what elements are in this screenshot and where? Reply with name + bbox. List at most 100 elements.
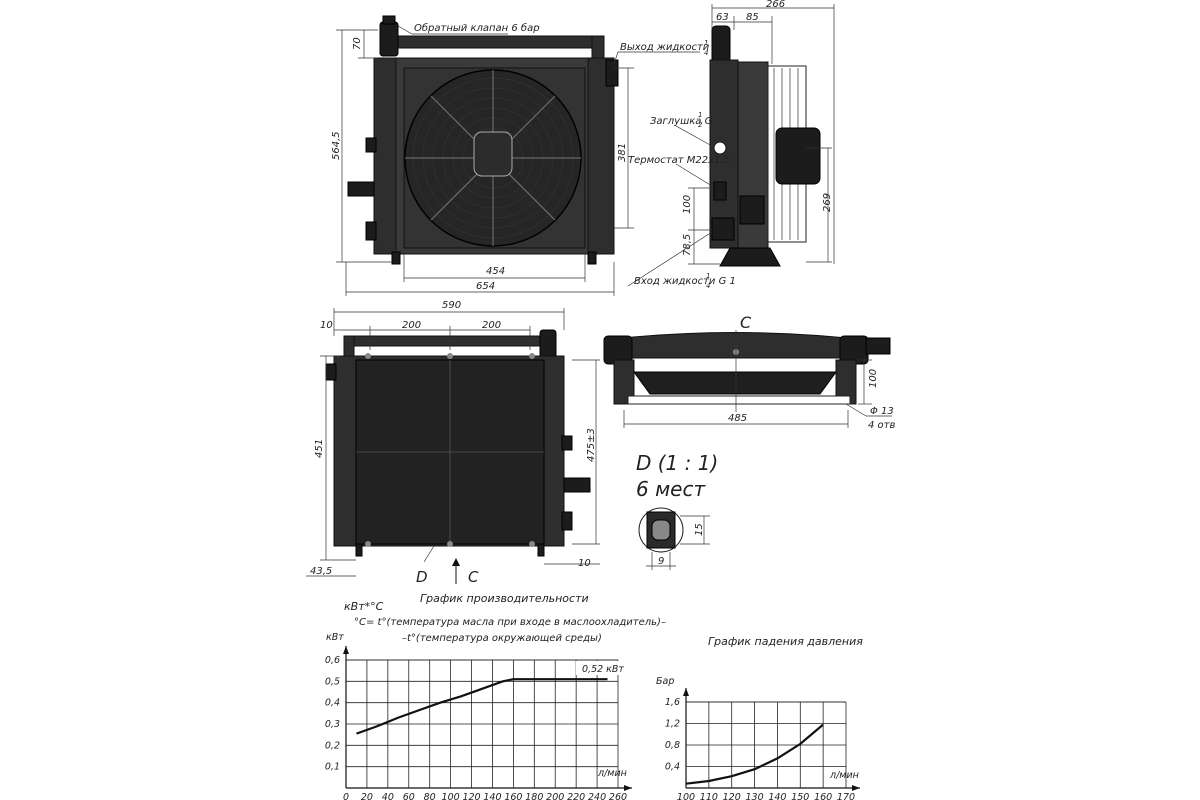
pressure-title: График падения давления <box>708 635 863 648</box>
chart1-x-tick-label: 80 <box>424 792 436 800</box>
back-view: 590 10 200 200 451 475±3 43,5 10 D C <box>306 300 600 586</box>
chart1-series-line <box>356 678 608 735</box>
dim-15: 15 <box>694 523 705 536</box>
side-inlet <box>711 217 735 241</box>
dim-451: 451 <box>314 439 325 458</box>
outlet-frac-den: 4 <box>704 49 708 57</box>
chart1-x-tick-label: 180 <box>525 792 543 800</box>
label-thermostat: Термостат M22x1,5 <box>628 155 730 166</box>
plug-g12 <box>713 141 727 155</box>
front-view: 70 564,5 454 654 381 Обратный клапан 6 б… <box>331 15 730 296</box>
chart1-y-tick-label: 0,1 <box>325 762 340 773</box>
mark-c: C <box>468 568 479 586</box>
dim-266: 266 <box>766 0 785 10</box>
chart1-x-tick-label: 220 <box>567 792 585 800</box>
chart1-x-tick-label: 0 <box>343 792 349 800</box>
dim-485: 485 <box>728 413 747 424</box>
chart2-x-tick-label: 170 <box>837 792 855 800</box>
chart2-x-tick-label: 130 <box>746 792 764 800</box>
chart2-x-tick-label: 160 <box>814 792 832 800</box>
side-thermostat <box>713 181 727 201</box>
chart1-x-tick-label: 120 <box>462 792 480 800</box>
dim-564-5: 564,5 <box>331 131 342 160</box>
dim-475: 475±3 <box>586 428 597 462</box>
dim-70: 70 <box>352 37 363 50</box>
dim-78-5: 78,5 <box>682 234 693 256</box>
chart1-x-tick-label: 100 <box>442 792 460 800</box>
side-foot <box>719 247 781 267</box>
side-motor <box>775 127 821 185</box>
perf-title: График производительности <box>420 592 589 605</box>
dim-100-bottom: 100 <box>868 369 879 388</box>
chart1-x-tick-label: 20 <box>361 792 373 800</box>
chart1-x-tick-label: 200 <box>546 792 564 800</box>
dim-454: 454 <box>486 266 505 277</box>
pressure-chart-header: График падения давления <box>708 635 863 648</box>
outlet-frac-num: 1 <box>704 39 708 47</box>
chart2-ylabel: Бар <box>656 676 674 687</box>
dim-holes: 4 отв <box>868 420 895 431</box>
chart1-y-tick-label: 0,3 <box>325 719 340 730</box>
dim-200-right: 200 <box>482 320 501 331</box>
chart1-x-tick-label: 160 <box>504 792 522 800</box>
mark-c-bottom: C <box>740 313 752 332</box>
chart1-x-tick-label: 140 <box>483 792 501 800</box>
label-plug: Заглушка G <box>650 116 713 127</box>
chart2-x-tick-label: 120 <box>723 792 741 800</box>
dim-hole: Φ 13 <box>870 406 894 417</box>
perf-formula-2: –t°(температура окружающей среды) <box>402 633 602 644</box>
detail-d: D (1 : 1) 6 мест 15 9 <box>636 451 718 570</box>
chart2-y-tick-label: 1,2 <box>665 719 680 730</box>
chart1-x-tick-label: 260 <box>609 792 627 800</box>
chart2-series-line <box>685 723 824 785</box>
plug-frac-num: 1 <box>698 111 702 119</box>
dim-654: 654 <box>476 281 495 292</box>
top-pipe <box>394 35 604 49</box>
perf-chart-header: График производительности кВт*°С °С= t°(… <box>344 592 666 644</box>
dim-590: 590 <box>442 300 461 311</box>
plug-frac-den: 2 <box>698 121 703 129</box>
chart2-x-tick-label: 100 <box>677 792 695 800</box>
fan-hub <box>473 131 513 177</box>
label-outlet: Выход жидкости G 1 <box>620 42 730 53</box>
chart1-x-tick-label: 240 <box>588 792 606 800</box>
perf-unit-line: кВт*°С <box>344 600 384 613</box>
chart1-annotation: 0,52 кВт <box>582 664 624 675</box>
label-check-valve: Обратный клапан 6 бар <box>414 22 540 34</box>
detail-d-title: D (1 : 1) <box>636 451 718 475</box>
check-valve <box>379 21 399 57</box>
chart1-y-tick-label: 0,2 <box>325 740 340 751</box>
chart2-x-tick-label: 150 <box>791 792 809 800</box>
thermostat-connector <box>347 181 375 197</box>
inlet-frac-num: 1 <box>706 272 710 280</box>
perf-formula-1: °С= t°(температура масла при входе в мас… <box>354 617 666 628</box>
chart2-grid <box>683 688 860 791</box>
chart1-y-tick-label: 0,5 <box>325 676 340 687</box>
chart1-grid <box>343 646 632 791</box>
chart1-y-tick-label: 0,4 <box>325 698 340 709</box>
mark-d: D <box>416 568 428 586</box>
chart1-xlabel: л/мин <box>597 768 627 779</box>
chart1-x-tick-label: 60 <box>403 792 415 800</box>
chart1-ylabel: кВт <box>326 632 344 643</box>
chart2-x-tick-label: 140 <box>768 792 786 800</box>
dim-269: 269 <box>822 193 833 212</box>
dim-63: 63 <box>716 12 729 23</box>
dim-381: 381 <box>617 143 628 162</box>
dim-200-left: 200 <box>402 320 421 331</box>
dim-10-bottom: 10 <box>578 558 591 569</box>
dim-85: 85 <box>746 12 759 23</box>
dim-43-5: 43,5 <box>310 566 332 577</box>
side-view: 266 63 85 100 78,5 269 Заглушка G 1 2 Те… <box>627 0 835 290</box>
dim-10-top: 10 <box>320 320 333 331</box>
chart2-x-tick-label: 110 <box>700 792 718 800</box>
dim-9: 9 <box>658 556 664 567</box>
chart1-y-tick-label: 0,6 <box>325 655 340 666</box>
chart1-x-tick-label: 40 <box>382 792 394 800</box>
chart2-xlabel: л/мин <box>829 770 859 781</box>
chart2-y-tick-label: 0,8 <box>665 740 680 751</box>
